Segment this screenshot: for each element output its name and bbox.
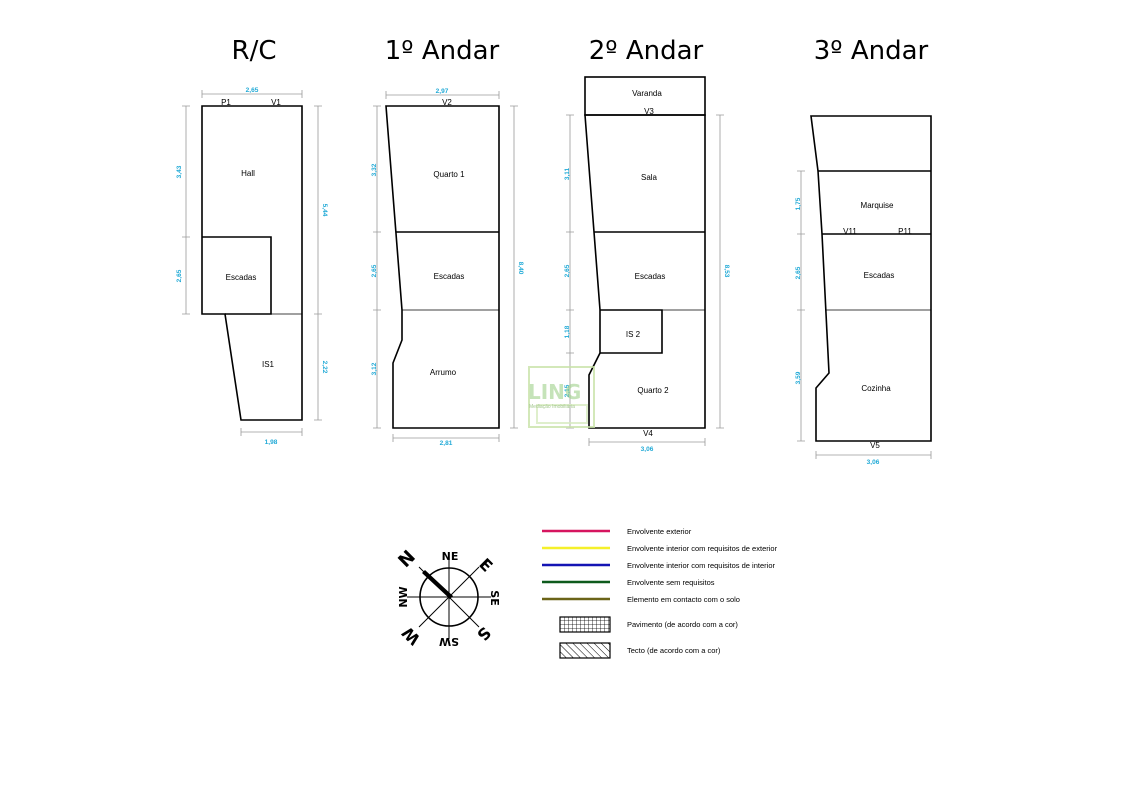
north-arrow-icon xyxy=(422,570,453,599)
floor-pattern-swatch xyxy=(559,616,611,633)
logo-text: LING xyxy=(528,380,581,404)
logo-tagline: Mediação Imobiliária xyxy=(529,404,575,410)
compass-label-s: S xyxy=(473,623,495,645)
legend-label: Tecto (de acordo com a cor) xyxy=(627,646,721,655)
floor-title: 1º Andar xyxy=(385,36,500,66)
legend-item: Elemento em contacto com o solo xyxy=(542,595,740,604)
dim-bottom: 3,06 xyxy=(867,459,880,466)
legend-item: Pavimento (de acordo com a cor) xyxy=(559,616,738,633)
compass-label-e: E xyxy=(475,555,496,576)
compass-label-w: W xyxy=(398,623,424,649)
legend-item: Envolvente interior com requisitos de in… xyxy=(542,561,775,570)
floor-outline xyxy=(385,105,500,429)
floor-rc: R/C 2,65 3,43 2,65 5,44 2,22 1,98 P1 V1 … xyxy=(176,36,328,446)
opening-label: V1 xyxy=(271,98,281,107)
opening-label: V5 xyxy=(870,441,880,450)
floor-title: 3º Andar xyxy=(814,36,929,66)
dim-left-marquise: 1,75 xyxy=(795,197,802,210)
dim-bottom: 2,81 xyxy=(440,440,453,447)
ceiling-pattern-swatch xyxy=(559,642,611,659)
room-label: Quarto 1 xyxy=(433,170,465,179)
legend-item: Tecto (de acordo com a cor) xyxy=(559,642,721,659)
legend: Envolvente exterior Envolvente interior … xyxy=(542,527,778,659)
floor-outline xyxy=(201,105,303,421)
dim-left-hall: 3,43 xyxy=(176,165,183,178)
opening-label: P11 xyxy=(898,227,912,236)
dim-left-quarto: 3,32 xyxy=(371,163,378,176)
room-label: Escadas xyxy=(864,271,895,280)
room-label: Hall xyxy=(241,169,255,178)
room-label: IS1 xyxy=(262,360,275,369)
floor-title: R/C xyxy=(232,36,277,66)
legend-label: Envolvente interior com requisitos de ex… xyxy=(627,544,778,553)
dim-left-quarto: 2,15 xyxy=(564,384,571,397)
dim-left-escadas: 2,65 xyxy=(564,264,571,277)
bathroom-wall xyxy=(600,309,663,354)
dim-left-cozinha: 3,59 xyxy=(795,371,802,384)
room-label: Quarto 2 xyxy=(637,386,669,395)
room-label: Sala xyxy=(641,173,658,182)
floor-outline xyxy=(810,115,932,442)
dim-top: 2,97 xyxy=(436,88,449,95)
floor-3: 3º Andar 1,75 2,65 3,59 3,06 Marquise V1… xyxy=(795,36,932,466)
dim-bottom: 1,98 xyxy=(265,439,278,446)
dim-right: 8,53 xyxy=(723,265,730,278)
opening-label: V2 xyxy=(442,98,452,107)
compass-label-nw: NW xyxy=(397,586,410,607)
compass-rose: N NE E SE S SW W NW xyxy=(394,546,501,648)
compass-label-se: SE xyxy=(488,590,501,605)
legend-label: Envolvente interior com requisitos de in… xyxy=(627,561,775,570)
room-label: Escadas xyxy=(434,272,465,281)
dim-right: 8,40 xyxy=(517,262,524,275)
legend-label: Envolvente exterior xyxy=(627,527,692,536)
watermark-logo: LING Mediação Imobiliária xyxy=(528,366,595,428)
opening-label: P1 xyxy=(221,98,231,107)
compass-label-ne: NE xyxy=(442,550,459,563)
dim-right-upper: 5,44 xyxy=(321,204,328,217)
room-label: Arrumo xyxy=(430,368,457,377)
dim-left-is2: 1,18 xyxy=(564,325,571,338)
dim-bottom: 3,06 xyxy=(641,446,654,453)
opening-label: V3 xyxy=(644,107,654,116)
legend-item: Envolvente interior com requisitos de ex… xyxy=(542,544,778,553)
opening-label: V4 xyxy=(643,429,653,438)
room-label: Cozinha xyxy=(861,384,891,393)
floor-outline xyxy=(584,114,706,429)
floor-2: 2º Andar 3,11 2,65 1,18 2,15 8,53 3,06 V… xyxy=(564,36,730,453)
room-label: Varanda xyxy=(632,89,662,98)
room-label: Escadas xyxy=(635,272,666,281)
dim-left-escadas: 2,65 xyxy=(176,269,183,282)
floor-title: 2º Andar xyxy=(589,36,704,66)
room-label: Escadas xyxy=(226,273,257,282)
compass-label-n: N xyxy=(394,546,420,572)
stair-wall xyxy=(202,236,272,315)
dim-top: 2,65 xyxy=(246,87,259,94)
floor-1: 1º Andar 2,97 3,32 2,65 3,12 8,40 2,81 V… xyxy=(371,36,524,447)
dim-left-arrumo: 3,12 xyxy=(371,362,378,375)
dim-right-lower: 2,22 xyxy=(321,361,328,374)
legend-label: Envolvente sem requisitos xyxy=(627,578,715,587)
legend-label: Elemento em contacto com o solo xyxy=(627,595,740,604)
dim-left-sala: 3,11 xyxy=(564,167,571,180)
dim-left-escadas: 2,65 xyxy=(795,266,802,279)
compass-label-sw: SW xyxy=(439,635,459,648)
room-label: Marquise xyxy=(861,201,894,210)
legend-item: Envolvente sem requisitos xyxy=(542,578,715,587)
legend-label: Pavimento (de acordo com a cor) xyxy=(627,620,738,629)
dim-left-escadas: 2,65 xyxy=(371,264,378,277)
room-label: IS 2 xyxy=(626,330,641,339)
legend-item: Envolvente exterior xyxy=(542,527,692,536)
opening-label: V11 xyxy=(843,227,857,236)
